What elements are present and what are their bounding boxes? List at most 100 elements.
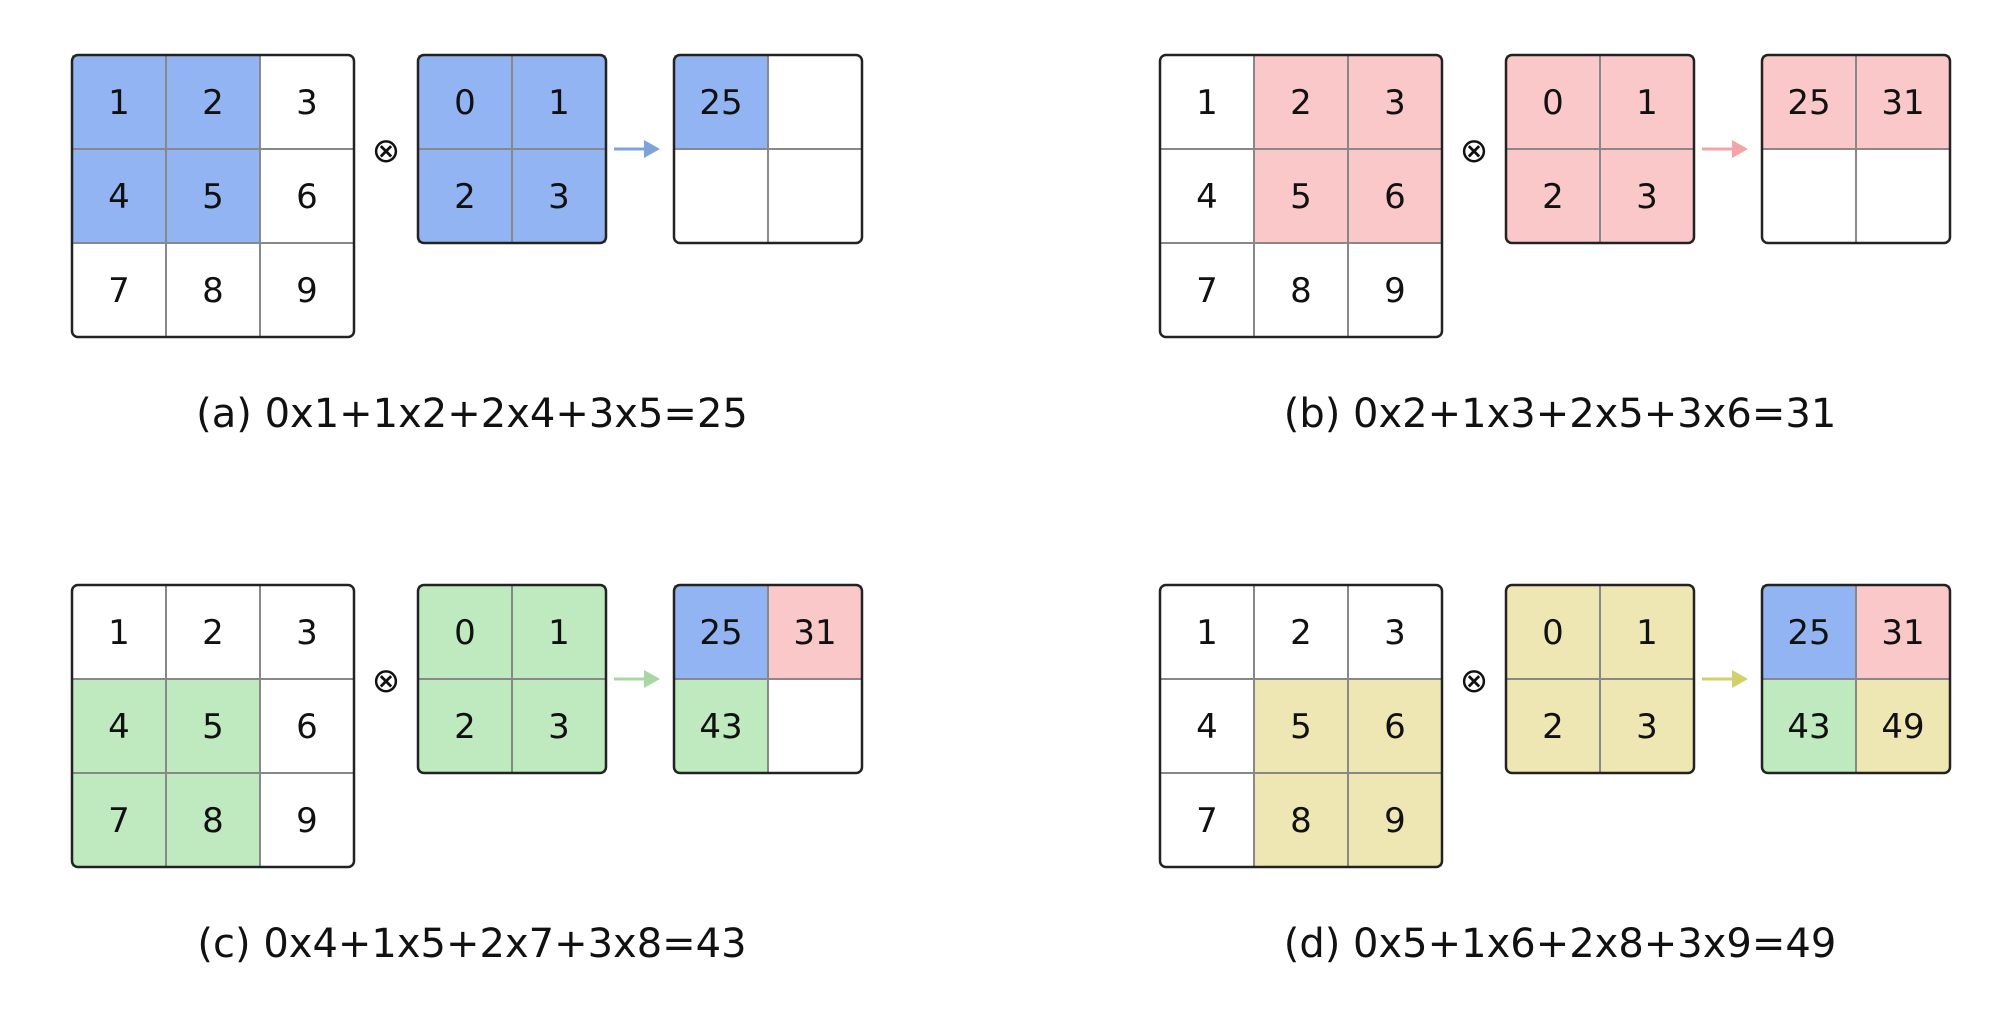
input-matrix-value: 3 (296, 83, 318, 123)
input-matrix-value: 1 (108, 613, 130, 653)
output-matrix-cell (1856, 55, 1950, 149)
kernel-matrix-value: 0 (454, 83, 476, 123)
input-matrix-border (70, 583, 356, 869)
kernel-matrix-value: 0 (1542, 83, 1564, 123)
input-matrix-value: 7 (1196, 271, 1218, 311)
output-matrix-cell (674, 585, 768, 679)
input-matrix-value: 1 (1196, 83, 1218, 123)
output-matrix-cell (768, 55, 862, 149)
kernel-matrix-value: 3 (548, 177, 570, 217)
input-matrix-value: 9 (1384, 801, 1406, 841)
kernel-matrix-cell (512, 149, 606, 243)
input-matrix-value: 7 (1196, 801, 1218, 841)
input-matrix-value: 8 (202, 271, 224, 311)
arrow-head-icon (644, 670, 660, 688)
kernel-matrix-cell (1506, 149, 1600, 243)
convolution-operator-icon: ⊗ (1460, 131, 1489, 171)
input-matrix-value: 9 (296, 801, 318, 841)
input-matrix-value: 1 (108, 83, 130, 123)
kernel-matrix-cell (418, 149, 512, 243)
output-matrix-value: 31 (793, 613, 836, 653)
kernel-matrix-value: 2 (454, 177, 476, 217)
input-matrix-value: 4 (108, 177, 130, 217)
input-matrix-cell (1348, 773, 1442, 867)
input-matrix-value: 6 (296, 177, 318, 217)
kernel-matrix-value: 2 (454, 707, 476, 747)
panel-caption: (c) 0x4+1x5+2x7+3x8=43 (197, 921, 746, 967)
input-matrix-cell (1348, 585, 1442, 679)
input-matrix-value: 6 (296, 707, 318, 747)
kernel-matrix-value: 3 (1636, 707, 1658, 747)
input-matrix-value: 2 (202, 83, 224, 123)
input-matrix-cell (166, 679, 260, 773)
input-matrix-cell (260, 149, 354, 243)
kernel-matrix-value: 2 (1542, 177, 1564, 217)
kernel-matrix-value: 0 (454, 613, 476, 653)
kernel-matrix-value: 1 (548, 83, 570, 123)
kernel-matrix-border (1504, 53, 1696, 245)
output-matrix-cell (768, 679, 862, 773)
output-matrix-cell (1762, 679, 1856, 773)
kernel-matrix-value: 1 (1636, 613, 1658, 653)
output-matrix-cell (1762, 585, 1856, 679)
input-matrix-cell (166, 243, 260, 337)
input-matrix-value: 4 (1196, 177, 1218, 217)
input-matrix-cell (260, 243, 354, 337)
output-matrix-cell (1856, 585, 1950, 679)
output-matrix-cell (1856, 149, 1950, 243)
output-matrix-value: 25 (1787, 613, 1830, 653)
kernel-matrix-border (416, 583, 608, 775)
input-matrix-cell (1160, 55, 1254, 149)
panel-caption: (d) 0x5+1x6+2x8+3x9=49 (1284, 921, 1837, 967)
arrow-head-icon (1732, 140, 1748, 158)
input-matrix-cell (72, 679, 166, 773)
input-matrix-cell (1254, 55, 1348, 149)
input-matrix-value: 7 (108, 271, 130, 311)
output-matrix-value: 25 (1787, 83, 1830, 123)
arrow-head-icon (1732, 670, 1748, 688)
panel-caption: (b) 0x2+1x3+2x5+3x6=31 (1284, 391, 1837, 437)
output-matrix-value: 31 (1881, 613, 1924, 653)
kernel-matrix-value: 1 (548, 613, 570, 653)
input-matrix-value: 8 (1290, 801, 1312, 841)
input-matrix-cell (1160, 679, 1254, 773)
input-matrix-cell (166, 55, 260, 149)
input-matrix-cell (1254, 773, 1348, 867)
kernel-matrix-border (416, 53, 608, 245)
input-matrix-cell (166, 585, 260, 679)
input-matrix-cell (1348, 149, 1442, 243)
convolution-operator-icon: ⊗ (1460, 661, 1489, 701)
output-matrix-cell (1762, 55, 1856, 149)
input-matrix-value: 2 (1290, 613, 1312, 653)
input-matrix-value: 8 (1290, 271, 1312, 311)
input-matrix-cell (1348, 243, 1442, 337)
arrow-head-icon (644, 140, 660, 158)
kernel-matrix-value: 1 (1636, 83, 1658, 123)
input-matrix-cell (72, 243, 166, 337)
output-matrix-value: 25 (699, 83, 742, 123)
panel-caption: (a) 0x1+1x2+2x4+3x5=25 (196, 391, 748, 437)
output-matrix-border (672, 53, 864, 245)
kernel-matrix-cell (512, 585, 606, 679)
input-matrix-cell (260, 679, 354, 773)
kernel-matrix-cell (1600, 149, 1694, 243)
input-matrix-value: 2 (1290, 83, 1312, 123)
input-matrix-border (1158, 53, 1444, 339)
output-matrix-value: 49 (1881, 707, 1924, 747)
input-matrix-cell (72, 585, 166, 679)
input-matrix-value: 4 (108, 707, 130, 747)
convolution-operator-icon: ⊗ (372, 661, 401, 701)
output-matrix-cell (768, 149, 862, 243)
kernel-matrix-cell (1600, 679, 1694, 773)
input-matrix-value: 4 (1196, 707, 1218, 747)
input-matrix-cell (72, 773, 166, 867)
output-matrix-value: 31 (1881, 83, 1924, 123)
output-matrix-border (1760, 53, 1952, 245)
output-matrix-value: 43 (1787, 707, 1830, 747)
input-matrix-value: 5 (202, 707, 224, 747)
kernel-matrix-border (1504, 583, 1696, 775)
input-matrix-value: 6 (1384, 177, 1406, 217)
output-matrix-border (1760, 583, 1952, 775)
